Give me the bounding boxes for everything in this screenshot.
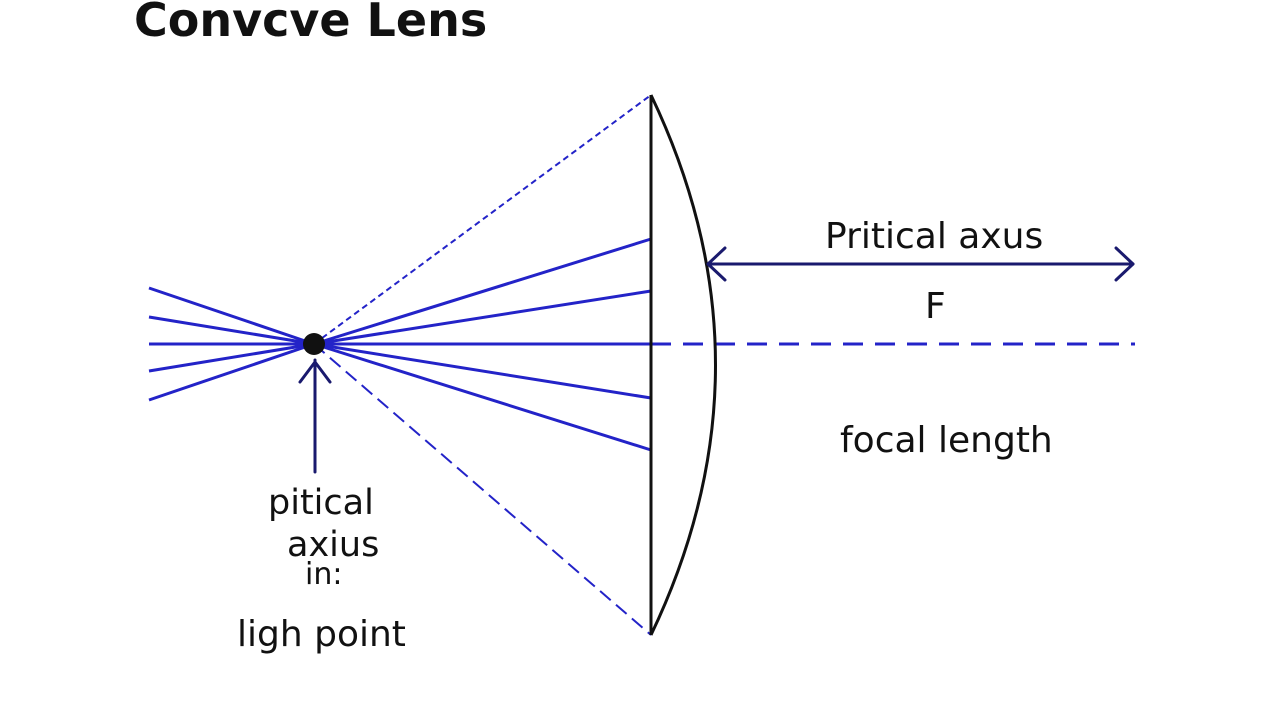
- f-label: F: [925, 286, 946, 327]
- dashed-edge-rays: [313, 94, 652, 636]
- incoming-ray-1: [148, 286, 315, 346]
- outgoing-ray-2: [313, 289, 652, 346]
- focal-length-label: focal length: [840, 420, 1053, 461]
- outgoing-rays: [313, 237, 652, 452]
- incoming-ray-5: [148, 342, 315, 402]
- incoming-ray-4: [148, 342, 315, 373]
- ligh-point-label: ligh point: [237, 614, 406, 655]
- outgoing-ray-1: [313, 237, 652, 346]
- dashed-ray-bottom: [313, 343, 652, 636]
- up-arrow: [298, 358, 332, 474]
- dashed-ray-top: [313, 94, 652, 345]
- pitical-axius-label-line1: pitical: [268, 483, 374, 523]
- pitical-axius-label-line2: axius: [287, 525, 379, 565]
- outgoing-ray-4: [313, 342, 652, 400]
- lens: [649, 94, 717, 636]
- diagram-title: Convcve Lens: [134, 0, 487, 47]
- light-point-dot: [303, 333, 325, 355]
- pritical-axus-label: Pritical axus: [825, 216, 1043, 257]
- outgoing-ray-5: [313, 342, 652, 452]
- up-arrow-head-icon: [298, 360, 332, 384]
- double-arrow: [706, 246, 1135, 282]
- pitical-axius-label-line3: in:: [305, 557, 342, 592]
- incoming-rays: [148, 286, 315, 402]
- arrow-head-right-icon: [1114, 246, 1135, 282]
- incoming-ray-2: [148, 315, 315, 346]
- arrow-head-left-icon: [706, 246, 727, 282]
- lens-curved-side: [649, 94, 717, 636]
